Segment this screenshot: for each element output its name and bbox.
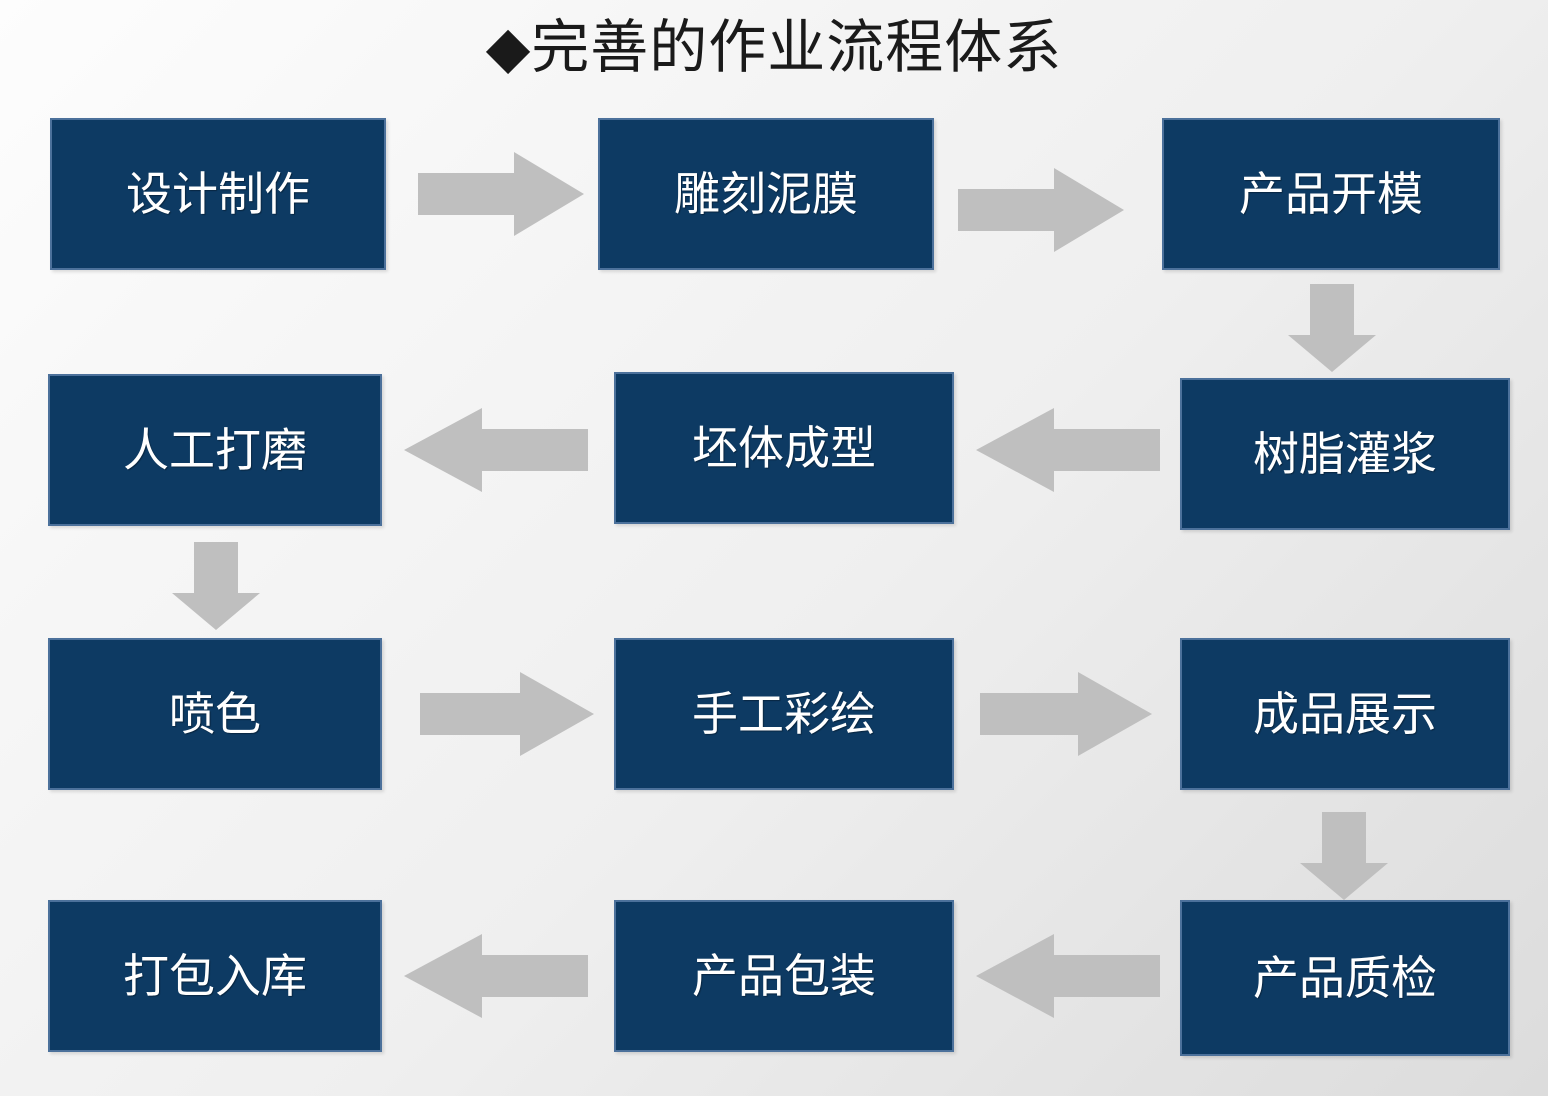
connector-arrow-design-to-carve [418,152,584,236]
arrow-shaft [418,173,515,215]
arrow-shaft [194,542,238,594]
connector-arrow-inspection-to-packaging [976,934,1160,1018]
process-node-display[interactable]: 成品展示 [1180,638,1510,790]
arrow-shaft [1310,284,1354,336]
arrow-shaft [420,693,521,735]
process-node-polishing[interactable]: 人工打磨 [48,374,382,526]
process-node-mold[interactable]: 产品开模 [1162,118,1500,270]
arrow-shaft [1053,429,1160,471]
arrow-head-left [976,408,1054,492]
process-node-label: 产品包装 [692,949,876,1002]
process-node-label: 成品展示 [1253,687,1437,740]
connector-arrow-carve-to-mold [958,168,1124,252]
connector-arrow-forming-to-polishing [404,408,588,492]
connector-arrow-polishing-to-spray [172,542,260,630]
arrow-head-right [514,152,584,236]
process-node-label: 手工彩绘 [692,687,876,740]
connector-arrow-mold-to-resin [1288,284,1376,372]
process-node-label: 雕刻泥膜 [674,167,858,220]
process-node-painting[interactable]: 手工彩绘 [614,638,954,790]
process-node-label: 坯体成型 [692,421,876,474]
process-node-carve[interactable]: 雕刻泥膜 [598,118,934,270]
process-node-label: 树脂灌浆 [1253,427,1437,480]
process-node-forming[interactable]: 坯体成型 [614,372,954,524]
arrow-head-down [1300,863,1388,900]
arrow-shaft [481,429,588,471]
arrow-shaft [481,955,588,997]
process-node-label: 人工打磨 [123,423,307,476]
connector-arrow-packaging-to-warehousing [404,934,588,1018]
arrow-head-right [520,672,594,756]
arrow-shaft [958,189,1055,231]
process-node-label: 打包入库 [123,949,307,1002]
arrow-shaft [1053,955,1160,997]
process-node-packaging[interactable]: 产品包装 [614,900,954,1052]
process-node-inspection[interactable]: 产品质检 [1180,900,1510,1056]
process-node-label: 设计制作 [126,167,310,220]
arrow-head-right [1054,168,1124,252]
arrow-shaft [1322,812,1366,864]
process-node-warehousing[interactable]: 打包入库 [48,900,382,1052]
arrow-head-left [976,934,1054,1018]
connector-arrow-display-to-inspection [1300,812,1388,900]
process-node-label: 产品开模 [1239,167,1423,220]
arrow-head-down [1288,335,1376,372]
process-node-spray[interactable]: 喷色 [48,638,382,790]
connector-arrow-resin-to-forming [976,408,1160,492]
process-node-design[interactable]: 设计制作 [50,118,386,270]
connector-arrow-painting-to-display [980,672,1152,756]
arrow-shaft [980,693,1080,735]
arrow-head-left [404,934,482,1018]
process-node-label: 产品质检 [1253,951,1437,1004]
process-node-label: 喷色 [169,687,261,740]
process-node-resin[interactable]: 树脂灌浆 [1180,378,1510,530]
connector-arrow-spray-to-painting [420,672,594,756]
page-title: ◆完善的作业流程体系 [485,15,1063,80]
arrow-head-down [172,593,260,630]
arrow-head-right [1078,672,1152,756]
arrow-head-left [404,408,482,492]
